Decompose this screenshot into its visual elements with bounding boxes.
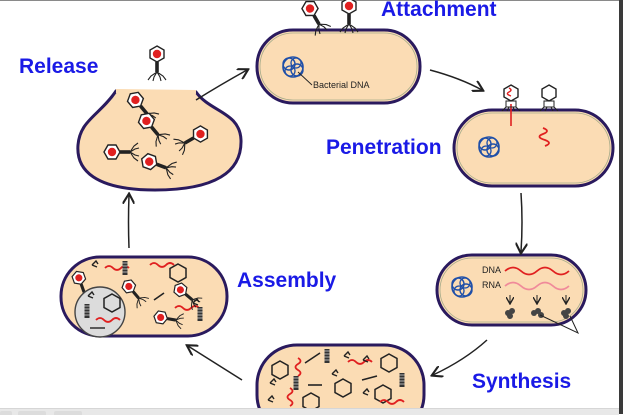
- arrow-release-to-attachment: [195, 70, 247, 101]
- stage-label-attachment: Attachment: [381, 0, 497, 21]
- synthesis-cell: [435, 253, 588, 335]
- dna-label: DNA: [482, 265, 502, 275]
- attachment-phage-2: [339, 0, 359, 34]
- penetration-phage-1: [501, 84, 521, 112]
- arrow-replication-to-assembly: [188, 346, 243, 381]
- bottom-toolbar: [0, 408, 619, 415]
- attachment-cell: [255, 28, 422, 105]
- arrow-attachment-to-penetration: [429, 69, 482, 90]
- stage-label-assembly: Assembly: [237, 269, 337, 292]
- arrow-synthesis-to-replication: [433, 339, 488, 375]
- penetration-phage-2: [539, 84, 559, 112]
- magnified-inset: [74, 286, 126, 338]
- stage-label-penetration: Penetration: [326, 136, 442, 159]
- bacterial-dna-label: Bacterial DNA: [313, 80, 370, 90]
- window-top-border: [0, 0, 623, 1]
- rna-strand: [504, 281, 570, 291]
- replication-cell: [255, 343, 426, 414]
- toolbar-tab[interactable]: [0, 411, 12, 415]
- dna-strand: [504, 266, 570, 276]
- rna-label: RNA: [482, 280, 502, 290]
- stage-label-release: Release: [19, 55, 99, 78]
- toolbar-tab[interactable]: [18, 411, 46, 415]
- protein-clusters: [505, 308, 571, 319]
- assembly-cell: [59, 255, 229, 338]
- cycle-arrows: [129, 69, 523, 381]
- arrow-penetration-to-synthesis: [521, 192, 522, 252]
- stage-label-synthesis: Synthesis: [472, 370, 572, 393]
- viral-dna-icon: [538, 127, 550, 147]
- penetration-cell: [452, 104, 615, 188]
- arrow-assembly-to-release: [129, 195, 130, 249]
- toolbar-tab[interactable]: [54, 411, 82, 415]
- window-right-border: [619, 0, 623, 414]
- release-cell: [76, 45, 243, 192]
